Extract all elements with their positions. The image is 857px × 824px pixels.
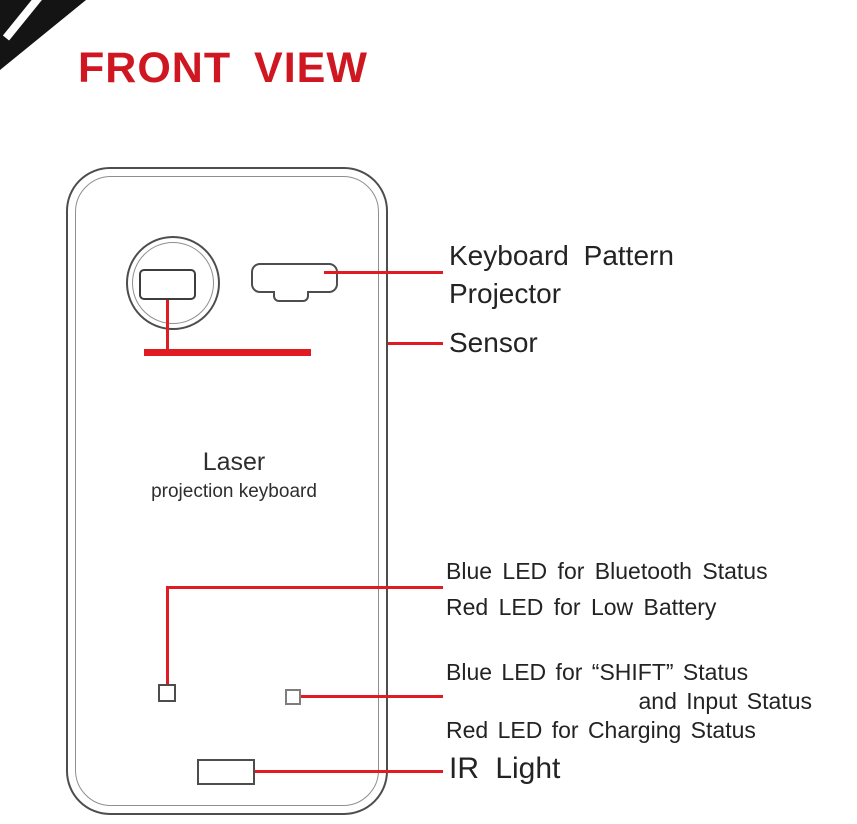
callout-led-bottom-line3: Red LED for Charging Status: [446, 717, 756, 743]
device-name-line2: projection keyboard: [151, 481, 317, 502]
page-title: FRONT VIEW: [78, 44, 368, 92]
sensor-window: [139, 269, 196, 300]
led-bluetooth-battery: [158, 684, 176, 702]
callout-ir-light: IR Light: [449, 752, 561, 785]
device-inner-outline: [75, 176, 379, 806]
laser-slot: [144, 349, 311, 356]
led-shift-charging: [285, 689, 301, 705]
led1-leader-vertical: [166, 586, 169, 687]
sensor-leader-line: [388, 342, 443, 345]
callout-led-bottom-line2: and Input Status: [638, 688, 812, 714]
sensor-circle: [126, 236, 220, 330]
callout-led-top-line2: Red LED for Low Battery: [446, 594, 717, 620]
device-name-label: Laser projection keyboard: [148, 448, 320, 503]
callout-led-top-line1: Blue LED for Bluetooth Status: [446, 558, 768, 584]
device-name-line1: Laser: [202, 448, 266, 476]
ir-light-window: [197, 759, 255, 785]
callout-projector-line2: Projector: [449, 278, 562, 309]
sensor-circle-inner: [132, 242, 214, 324]
led2-leader-line: [301, 695, 443, 698]
ir-leader-line: [255, 770, 443, 773]
projector-shape-tab: [273, 291, 309, 302]
callout-led-bottom-line1: Blue LED for “SHIFT” Status: [446, 659, 749, 685]
callout-projector: Keyboard Pattern Projector: [449, 237, 674, 313]
corner-triangle-icon: [0, 0, 86, 70]
led1-leader-horizontal: [166, 586, 443, 589]
callout-sensor: Sensor: [449, 327, 538, 358]
sensor-leader-vertical: [166, 298, 169, 352]
projector-shape: [251, 263, 338, 293]
callout-led-top: Blue LED for Bluetooth Status Red LED fo…: [446, 553, 768, 625]
callout-led-bottom: Blue LED for “SHIFT” Status and Input St…: [446, 658, 812, 745]
callout-projector-line1: Keyboard Pattern: [449, 240, 674, 271]
projector-leader-line: [324, 271, 443, 274]
